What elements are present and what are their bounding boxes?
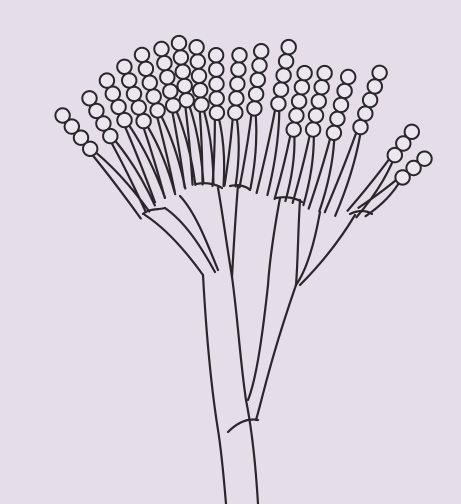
conidium-16-3 [363,93,377,107]
conidium-8-4 [191,54,205,68]
conidium-1-4 [55,108,69,122]
conidium-3-4 [100,73,114,87]
conidium-8-5 [189,40,203,54]
conidium-6-4 [157,56,171,70]
conidium-2-4 [82,91,96,105]
conidium-10-5 [232,48,246,62]
conidium-11-5 [254,44,268,58]
conidium-3-1 [117,113,131,127]
conidium-12-1 [271,97,285,111]
conidium-14-4 [315,80,329,94]
conidium-13-1 [287,122,301,136]
conidium-13-4 [295,80,309,94]
conidium-6-3 [160,70,174,84]
conidium-6-1 [166,98,180,112]
conidium-12-2 [274,82,288,96]
conidium-4-1 [136,114,150,128]
conidium-6-2 [163,84,177,98]
conidium-4-2 [132,100,146,114]
conidium-4-4 [122,73,136,87]
conidium-15-3 [334,98,348,112]
conidium-10-2 [229,91,243,105]
conidium-9-3 [209,77,223,91]
conidium-11-1 [247,101,261,115]
conidium-16-5 [372,66,386,80]
conidium-13-2 [289,108,303,122]
conidium-16-4 [368,79,382,93]
conidium-5-5 [135,48,149,62]
conidium-11-2 [249,87,263,101]
conidium-7-5 [172,36,186,50]
conidium-9-5 [209,48,223,62]
conidium-16-1 [353,120,367,134]
conidium-5-3 [143,76,157,90]
conidium-16-2 [358,106,372,120]
conidium-9-1 [210,106,224,120]
conidium-13-5 [297,66,311,80]
conidium-10-3 [230,77,244,91]
conidium-7-4 [174,50,188,64]
conidium-8-1 [194,97,208,111]
conidium-15-5 [341,70,355,84]
conidium-8-2 [193,83,207,97]
conidium-11-3 [251,73,265,87]
conidium-14-5 [317,66,331,80]
conidium-7-3 [176,65,190,79]
conidium-5-4 [139,62,153,76]
conidium-12-3 [276,68,290,82]
conidium-12-5 [282,40,296,54]
conidium-12-4 [279,54,293,68]
conidium-18-3 [417,152,431,166]
conidium-9-2 [210,91,224,105]
conidium-15-1 [327,126,341,140]
conidium-9-4 [209,62,223,76]
conidium-11-4 [252,58,266,72]
conidium-4-5 [117,60,131,74]
conidium-5-1 [150,103,164,117]
conidium-15-4 [337,84,351,98]
conidium-13-3 [292,94,306,108]
conidium-14-1 [306,122,320,136]
conidium-17-3 [405,125,419,139]
conidium-10-1 [228,105,242,119]
conidium-7-2 [178,79,192,93]
conidium-14-2 [309,108,323,122]
conidium-4-3 [127,87,141,101]
conidium-14-3 [312,94,326,108]
conidium-8-3 [192,69,206,83]
conidium-6-5 [154,42,168,56]
conidium-7-1 [180,93,194,107]
conidium-10-4 [231,62,245,76]
conidium-15-2 [330,112,344,126]
conidium-5-2 [147,89,161,103]
